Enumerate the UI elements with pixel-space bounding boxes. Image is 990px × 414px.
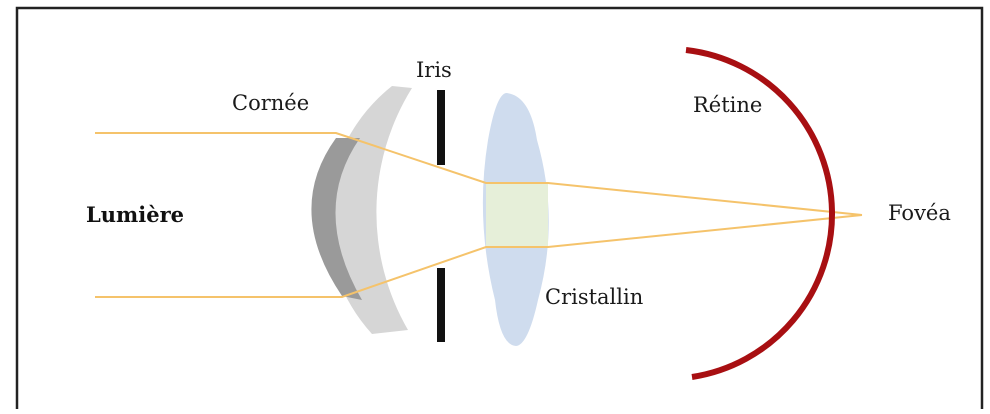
retina-arc (685, 47, 835, 380)
iris-upper-bar (437, 90, 445, 165)
label-light: Lumière (86, 202, 184, 227)
light-ray-bottom (95, 214, 863, 298)
label-cornea: Cornée (232, 91, 309, 115)
iris-lower-bar (437, 268, 445, 342)
label-fovea: Fovéa (888, 201, 951, 225)
cornea-inner-band (311, 138, 362, 300)
label-lens: Cristallin (545, 285, 643, 309)
label-retina: Rétine (693, 93, 762, 117)
label-iris: Iris (416, 58, 452, 82)
diagram-frame-border (15, 6, 984, 409)
light-rays (95, 132, 863, 298)
lens-center-region (486, 183, 548, 247)
light-ray-top (95, 132, 863, 216)
